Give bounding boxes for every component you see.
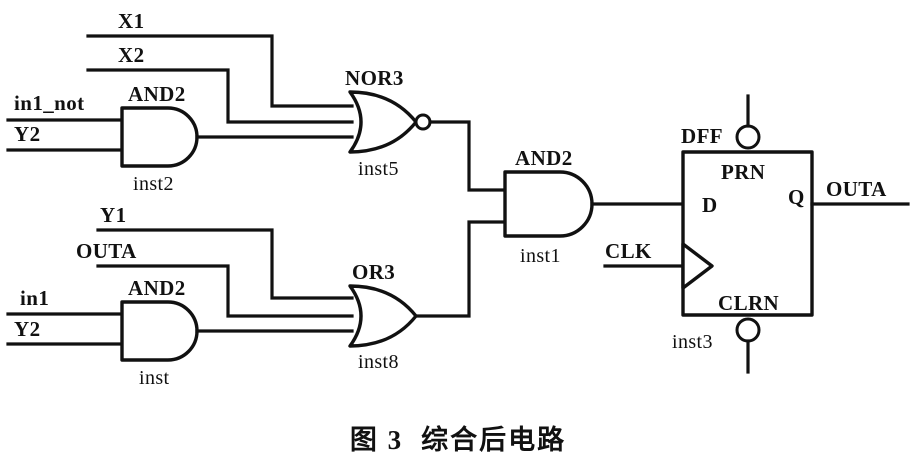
label-y2-top: Y2: [14, 122, 40, 146]
label-dff-type: DFF: [681, 124, 723, 148]
label-clk: CLK: [605, 239, 652, 263]
dff-body-inst3: [681, 150, 814, 317]
dff-prn-bubble: [735, 124, 761, 150]
label-y2-bottom: Y2: [14, 317, 40, 341]
label-y1: Y1: [100, 203, 126, 227]
gate-nor3-inst5: [348, 90, 418, 154]
dff-clock-triangle: [681, 242, 714, 290]
wire-outa-feedback: [96, 264, 354, 318]
gate-and2-inst: [120, 300, 199, 362]
label-x2: X2: [118, 43, 144, 67]
label-in1-not: in1_not: [14, 91, 85, 115]
wire-y1: [96, 228, 354, 300]
gate-or3-inst8: [348, 284, 418, 348]
wire-or3-out: [414, 220, 507, 318]
label-and2-inst1-name: inst1: [520, 245, 561, 267]
label-nor3-inst-name: inst5: [358, 158, 399, 180]
label-or3-type: OR3: [352, 260, 395, 284]
label-in1: in1: [20, 286, 49, 310]
figure-caption-number: 图 3: [349, 425, 404, 455]
figure-caption-title: 综合后电路: [421, 425, 567, 455]
label-or3-inst-name: inst8: [358, 351, 399, 373]
label-dff-q: Q: [788, 185, 805, 209]
label-x1: X1: [118, 9, 144, 33]
label-outa-output: OUTA: [826, 177, 887, 201]
figure-caption: 图 3 综合后电路: [0, 418, 916, 457]
label-and2-inst2-name: inst2: [133, 173, 174, 195]
wire-nor3-out: [428, 120, 507, 192]
wire-x2: [86, 68, 354, 124]
nor3-output-bubble: [414, 113, 432, 131]
label-outa-feedback: OUTA: [76, 239, 137, 263]
label-and2-inst1-type: AND2: [515, 146, 573, 170]
label-and2-inst2-type: AND2: [128, 82, 186, 106]
label-and2-inst-type: AND2: [128, 276, 186, 300]
label-nor3-type: NOR3: [345, 66, 404, 90]
label-dff-inst-name: inst3: [672, 331, 713, 353]
label-and2-inst-name: inst: [139, 367, 170, 389]
gate-and2-inst2: [120, 106, 199, 168]
gate-and2-inst1: [503, 170, 594, 238]
dff-clrn-bubble: [735, 317, 761, 343]
label-dff-prn: PRN: [721, 160, 765, 184]
wire-x1: [86, 34, 354, 108]
label-dff-d: D: [702, 193, 718, 217]
label-dff-clrn: CLRN: [718, 291, 779, 315]
